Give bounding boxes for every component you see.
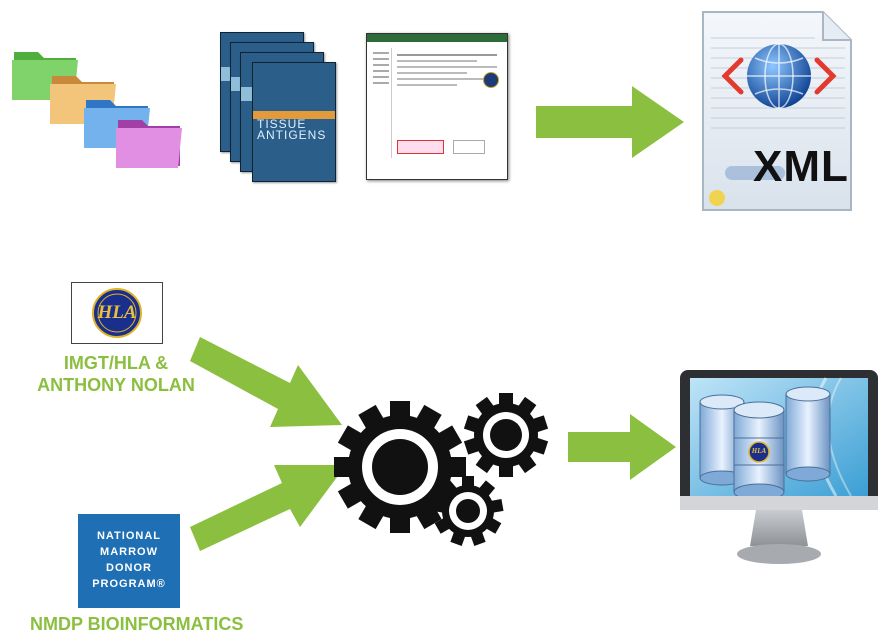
imgt-label-line1: IMGT/HLA & [63,353,169,373]
xml-label: XML [753,142,849,191]
journal-cover-front: TISSUE ANTIGENS [252,62,336,182]
nmdp-logo-line: NATIONAL [96,530,161,542]
database-badge: HLA [751,447,767,455]
database-monitor-icon: HLA [676,368,882,573]
journal-title-line2: ANTIGENS [257,128,327,142]
nmdp-logo-line: MARROW [100,546,158,558]
arrow-from-imgt [190,315,350,440]
nmdp-logo-line: PROGRAM® [92,578,166,590]
nmdp-label: NMDP BIOINFORMATICS [30,614,244,634]
hla-logo-text: HLA [97,302,137,323]
hla-logo: HLA [71,282,163,344]
arrow-to-database [568,412,678,487]
xml-document-icon: XML [695,8,855,218]
arrow-from-nmdp [190,455,350,570]
imgt-label: IMGT/HLA & ANTHONY NOLAN [30,352,202,396]
nmdp-logo-line: DONOR [106,562,152,574]
nmdp-logo: NATIONAL MARROW DONOR PROGRAM® [78,514,180,608]
imgt-label-line2: ANTHONY NOLAN [37,375,195,395]
journal-stack: TISSUE ANTIGENS [220,32,345,182]
arrow-to-xml [536,82,686,167]
journal-title-line1: TISSUE [257,117,307,131]
folders-icon [10,40,185,175]
gears-processing-icon [330,385,560,555]
webpage-screenshot [366,33,508,180]
